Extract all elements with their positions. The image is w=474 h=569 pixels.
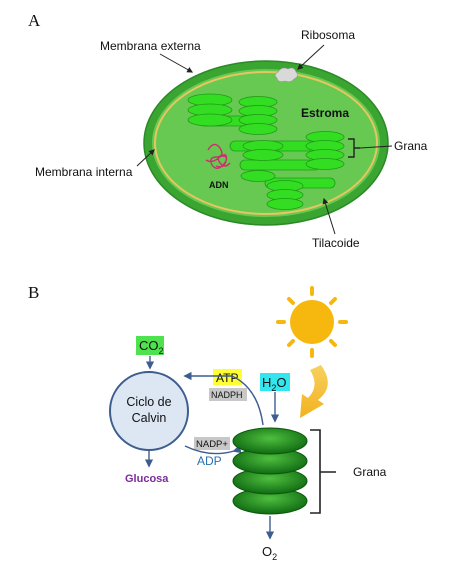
nadp-box (194, 437, 230, 450)
grana-b-bracket (310, 429, 336, 514)
co2-label: CO2 (139, 338, 164, 356)
atp-return-arrow (183, 371, 264, 426)
granum-stack-2 (238, 96, 278, 135)
membrana-externa-arrow (159, 53, 194, 73)
granum-stack-1 (187, 93, 233, 127)
granum-stack-5 (240, 170, 276, 182)
light-arrow (300, 365, 328, 418)
ribosome-icon (274, 67, 298, 82)
grana-a-leader (359, 145, 393, 149)
membrana-externa-label: Membrana externa (100, 39, 201, 53)
calvin-cycle-circle (109, 371, 189, 451)
o2-label: O2 (262, 544, 277, 562)
nadp-label: NADP+ (196, 439, 228, 450)
grana-b-label: Grana (353, 465, 387, 479)
grana-a-label: Grana (394, 139, 428, 153)
calvin-line1: Ciclo de (126, 395, 171, 409)
estroma-label: Estroma (301, 106, 349, 120)
nadph-box (209, 388, 247, 401)
nadph-label: NADPH (211, 390, 243, 400)
panel-b-letter: B (28, 283, 39, 302)
atp-box (213, 369, 242, 385)
inner-membrane (154, 71, 378, 215)
ribosoma-label: Ribosoma (301, 28, 355, 42)
glucosa-label: Glucosa (125, 473, 169, 485)
granum-stack-4 (305, 131, 345, 170)
grana-a-bracket (348, 138, 360, 158)
sun-icon (276, 286, 348, 358)
tilacoide-arrow (322, 197, 336, 235)
adp-label: ADP (197, 454, 222, 468)
h2o-box (260, 373, 290, 391)
panel-a-letter: A (28, 11, 41, 30)
dna-icon (205, 143, 231, 169)
calvin-line2: Calvin (132, 411, 167, 425)
granum-stack-3 (242, 140, 284, 161)
membrana-interna-arrow (136, 149, 155, 167)
tilacoide-label: Tilacoide (312, 236, 360, 250)
h2o-label: H2O (262, 375, 287, 393)
grana-stack-b (232, 427, 308, 515)
adp-arrow (184, 445, 242, 455)
atp-label: ATP (216, 371, 238, 385)
granum-stack-6 (266, 180, 304, 210)
adn-label: ADN (209, 180, 229, 190)
co2-box (136, 336, 164, 355)
membrana-interna-label: Membrana interna (35, 165, 133, 179)
ribosoma-arrow (297, 44, 325, 70)
